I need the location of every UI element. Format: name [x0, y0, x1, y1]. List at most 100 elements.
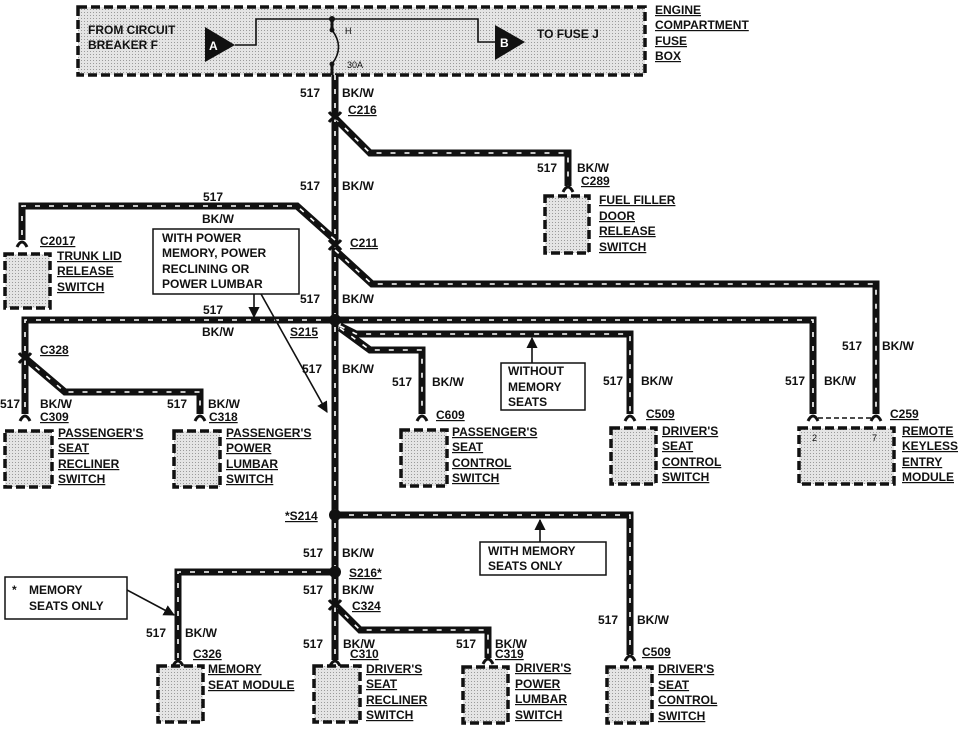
connector-c509-upper: C509	[646, 407, 675, 421]
component-label: DOOR	[599, 209, 635, 223]
connector-b-triangle	[495, 25, 525, 60]
component-label: DRIVER'S	[366, 662, 422, 676]
component-remote-keyless-entry-module: 2 7 REMOTE KEYLESS ENTRY MODULE	[797, 424, 958, 486]
note-text: SEATS ONLY	[29, 599, 104, 613]
to-fuse-label: TO FUSE J	[537, 27, 599, 41]
component-label: RECLINER	[58, 457, 120, 471]
splice-s215: S215	[290, 325, 318, 339]
connector-c2017: C2017	[40, 234, 76, 248]
wire-fuel-filler	[332, 115, 572, 186]
wire-drv-control-upper-stripe	[339, 325, 631, 414]
color-label: BK/W	[641, 374, 674, 388]
connector-c319: C319	[495, 647, 524, 661]
engine-compartment-fuse-box: FROM CIRCUIT BREAKER F A H 30A B TO FUSE…	[76, 3, 749, 77]
circuit-label: 517	[0, 397, 20, 411]
component-driver-seat-control-switch-upper: DRIVER'S SEAT CONTROL SWITCH	[609, 424, 721, 486]
pin-number: 7	[872, 433, 877, 443]
note-text: MEMORY	[508, 380, 562, 394]
component-driver-power-lumbar-switch: DRIVER'S POWER LUMBAR SWITCH	[461, 661, 571, 725]
circuit-label: 517	[303, 637, 323, 651]
connector-c216: C216	[348, 103, 377, 117]
component-label: PASSENGER'S	[452, 425, 537, 439]
note-text: SEATS ONLY	[488, 559, 563, 573]
component-label: SWITCH	[58, 472, 105, 486]
circuit-label: 517	[598, 613, 618, 627]
component-label: MEMORY	[208, 662, 262, 676]
component-label: LUMBAR	[226, 457, 278, 471]
color-label: BK/W	[342, 583, 375, 597]
circuit-label: 517	[302, 362, 322, 376]
color-label: BK/W	[342, 362, 375, 376]
component-label: REMOTE	[902, 424, 953, 438]
color-label: BK/W	[202, 325, 235, 339]
note-text: WITHOUT	[508, 364, 565, 378]
component-driver-seat-recliner-switch: DRIVER'S SEAT RECLINER SWITCH	[312, 662, 428, 724]
component-label: SWITCH	[57, 280, 104, 294]
component-label: MODULE	[902, 470, 954, 484]
component-label: SEAT	[658, 678, 690, 692]
component-fuel-filler-door-release-switch: FUEL FILLER DOOR RELEASE SWITCH	[543, 193, 676, 255]
circuit-label: 517	[392, 375, 412, 389]
component-label: DRIVER'S	[658, 662, 714, 676]
connector-a-triangle	[205, 27, 235, 62]
fuse-rating: 30A	[347, 60, 363, 70]
note-text: MEMORY	[29, 583, 83, 597]
component-label: SEAT	[452, 440, 484, 454]
color-label: BK/W	[342, 86, 375, 100]
color-label: BK/W	[202, 212, 235, 226]
component-label: ENTRY	[902, 455, 942, 469]
component-label: SEAT	[58, 441, 90, 455]
from-circuit-label: BREAKER F	[88, 38, 158, 52]
wire-s215-left-stripe	[24, 319, 335, 414]
circuit-label: 517	[603, 374, 623, 388]
wires	[18, 75, 880, 660]
component-label: POWER	[226, 441, 272, 455]
splice-s214-dot	[329, 509, 341, 521]
note-without-memory-seats: WITHOUT MEMORY SEATS	[500, 336, 586, 411]
color-label: BK/W	[342, 179, 375, 193]
pin-number: 2	[812, 433, 817, 443]
component-label: SWITCH	[599, 240, 646, 254]
wire-rke-pin7-stripe	[334, 249, 877, 414]
splice-s216: S216*	[349, 566, 382, 580]
connector-c326: C326	[193, 647, 222, 661]
connector-ids: C216 C289 C2017 C211 S215 C328 C309 C318…	[40, 103, 919, 661]
component-label: SWITCH	[452, 471, 499, 485]
component-trunk-lid-release-switch: TRUNK LID RELEASE SWITCH	[3, 249, 122, 310]
wire-trunk-lid	[18, 202, 338, 243]
fuse-box-name: COMPARTMENT	[655, 18, 749, 32]
connector-c310: C310	[350, 647, 379, 661]
circuit-label: 517	[537, 161, 557, 175]
component-label: CONTROL	[662, 455, 721, 469]
circuit-label: 517	[146, 626, 166, 640]
note-with-memory-seats-only: WITH MEMORY SEATS ONLY	[479, 518, 607, 576]
component-label: RELEASE	[599, 224, 656, 238]
connector-c609: C609	[436, 408, 465, 422]
connector-b-label: B	[500, 36, 509, 50]
note-text: WITH POWER	[162, 231, 242, 245]
component-label: RECLINER	[366, 693, 428, 707]
splice-s216-dot	[329, 566, 341, 578]
fuse-box-name: FUSE	[655, 34, 687, 48]
component-label: SWITCH	[366, 708, 413, 722]
circuit-label: 517	[167, 397, 187, 411]
component-label: SWITCH	[662, 470, 709, 484]
component-label: RELEASE	[57, 264, 114, 278]
connector-c324: C324	[352, 599, 381, 613]
component-label: DRIVER'S	[662, 424, 718, 438]
circuit-label: 517	[300, 86, 320, 100]
color-label: BK/W	[342, 546, 375, 560]
component-label: SWITCH	[226, 472, 273, 486]
connector-a-label: A	[209, 39, 218, 53]
component-driver-seat-control-switch-lower: DRIVER'S SEAT CONTROL SWITCH	[605, 662, 717, 725]
component-label: DRIVER'S	[515, 661, 571, 675]
color-label: BK/W	[208, 397, 241, 411]
fuse-cavity: H	[345, 26, 352, 36]
component-passenger-seat-control-switch: PASSENGER'S SEAT CONTROL SWITCH	[399, 425, 537, 488]
component-label: FUEL FILLER	[599, 193, 676, 207]
circuit-label: 517	[303, 583, 323, 597]
wire-drv-control-upper	[338, 322, 634, 414]
component-label: SEAT	[366, 677, 398, 691]
note-text: WITH MEMORY	[488, 544, 576, 558]
